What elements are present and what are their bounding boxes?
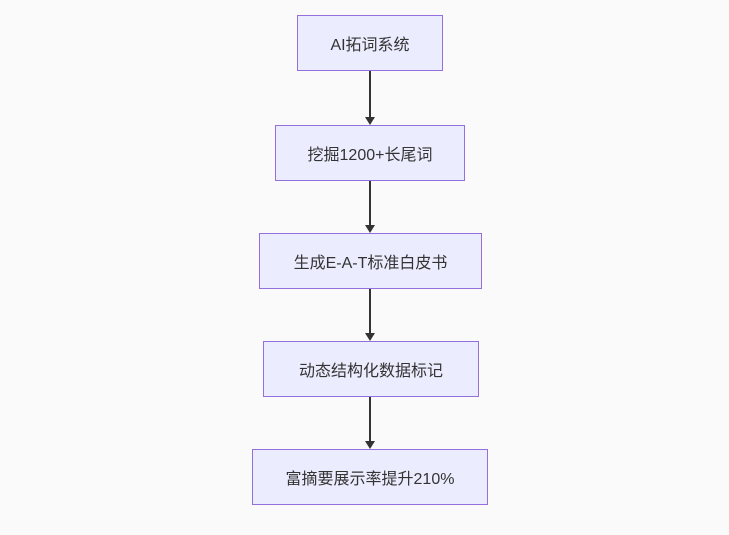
arrow-down xyxy=(365,289,375,341)
arrow-head-icon xyxy=(365,441,375,449)
arrow-head-icon xyxy=(365,333,375,341)
flow-node-longtail-words: 挖掘1200+长尾词 xyxy=(275,125,465,181)
arrow-line xyxy=(369,71,371,117)
arrow-line xyxy=(369,181,371,225)
arrow-head-icon xyxy=(365,225,375,233)
flow-node-label: 富摘要展示率提升210% xyxy=(285,471,455,488)
arrow-line xyxy=(369,397,371,441)
flow-node-label: 生成E-A-T标准白皮书 xyxy=(293,255,448,272)
flow-node-eat-whitepaper: 生成E-A-T标准白皮书 xyxy=(259,233,482,289)
flow-node-rich-snippet-result: 富摘要展示率提升210% xyxy=(252,449,488,505)
flow-node-label: 挖掘1200+长尾词 xyxy=(307,147,433,164)
flow-node-ai-system: AI拓词系统 xyxy=(297,15,443,71)
arrow-head-icon xyxy=(365,117,375,125)
flow-node-structured-data: 动态结构化数据标记 xyxy=(263,341,479,397)
arrow-down xyxy=(365,181,375,233)
flow-node-label: 动态结构化数据标记 xyxy=(298,363,443,380)
arrow-down xyxy=(365,397,375,449)
arrow-line xyxy=(369,289,371,333)
arrow-down xyxy=(365,71,375,125)
flow-node-label: AI拓词系统 xyxy=(330,37,410,54)
